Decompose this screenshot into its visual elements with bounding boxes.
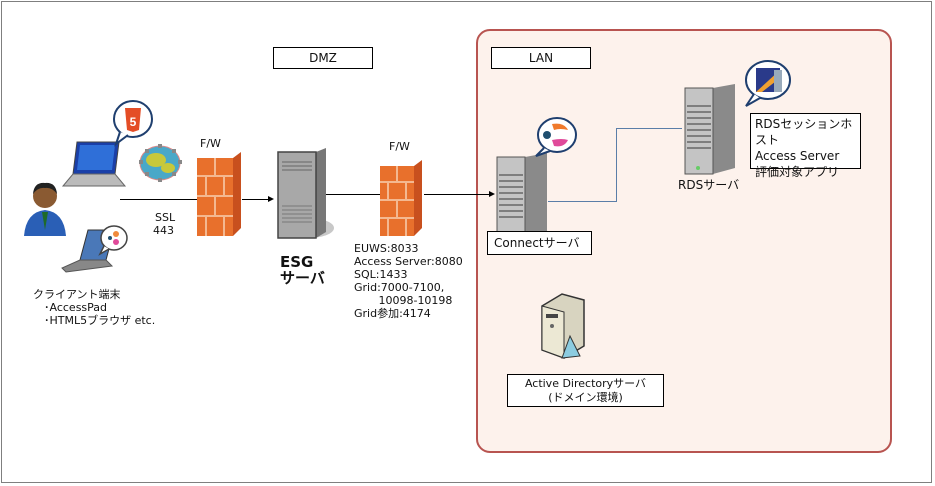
rds-server-icon [684,84,735,175]
ssl-label: SSL [155,211,176,224]
rds-callout-box: RDSセッションホスト Access Server 評価対象アプリ [750,113,861,179]
html5-callout-icon: 5 [113,100,153,147]
svg-text:5: 5 [130,115,137,129]
connect-to-rds-line-h1 [548,201,616,202]
port-line: 10098-10198 [354,294,453,307]
ad-server-label-line2: (ドメイン環境) [548,391,623,404]
rds-server-label: RDSサーバ [678,178,740,192]
rds-callout-line: RDSセッションホスト [755,117,853,147]
connect-to-rds-line-h2 [616,128,682,129]
port-line: Grid:7000-7100, [354,281,445,294]
port-443-label: 443 [153,224,174,237]
ad-server-icon [541,293,585,359]
esg-to-fw2-line [325,194,381,195]
connect-callout-icon [535,117,577,157]
fw2-to-connect-line [424,194,490,195]
arrow-head-connect [489,191,495,197]
port-line: SQL:1433 [354,268,408,281]
connect-to-rds-line-v [616,128,617,202]
user-icon [24,182,66,236]
fw2-label: F/W [389,140,410,153]
client-item-accesspad: ･AccessPad [44,301,108,314]
ad-server-label-line1: Active Directoryサーバ [524,377,647,390]
port-line: EUWS:8033 [354,242,419,255]
port-line: Access Server:8080 [354,255,463,268]
lan-label: LAN [491,47,591,69]
firewall-2-icon [380,160,422,236]
port-line: Grid参加:4174 [354,307,431,320]
fw1-to-esg-line [242,199,270,200]
dmz-label: DMZ [273,47,373,69]
network-globe-icon [139,144,182,182]
accesspad-callout-icon [98,225,128,256]
connect-server-icon [496,153,547,244]
arrow-head-esg [268,196,274,202]
client-item-html5: ･HTML5ブラウザ etc. [44,314,156,327]
firewall-1-icon [197,152,241,236]
rds-callout-line: Access Server [755,149,840,163]
esg-server-icon [277,148,334,239]
client-title: クライアント端末 [33,288,121,301]
rds-callout-icon [745,60,791,107]
connect-server-label: Connectサーバ [487,231,592,255]
rds-callout-line: 評価対象アプリ [755,165,840,179]
port-list: EUWS:8033 Access Server:8080 SQL:1433 Gr… [354,242,463,320]
laptop-icon [61,141,127,187]
esg-label-line2: サーバ [280,269,325,287]
ad-server-label: Active Directoryサーバ (ドメイン環境) [507,374,664,407]
fw1-label: F/W [200,137,221,150]
esg-label-line1: ESG [280,253,314,271]
client-to-fw1-line [120,199,200,200]
